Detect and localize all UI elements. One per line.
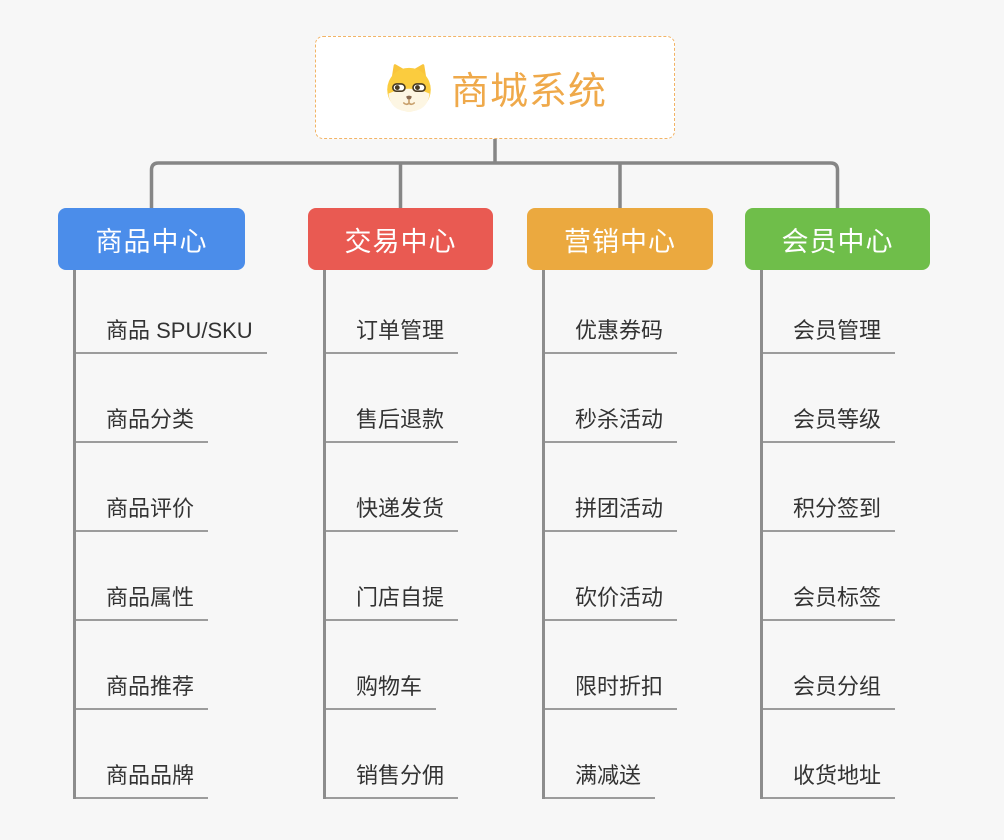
branch-trunk-line — [760, 270, 763, 799]
leaf-node[interactable]: 销售分佣 — [323, 758, 459, 799]
leaf-row: 快递发货 — [323, 443, 563, 532]
leaf-row: 商品推荐 — [73, 621, 313, 710]
dog-face-icon — [387, 63, 431, 111]
leaf-row: 砍价活动 — [542, 532, 782, 621]
leaf-row: 门店自提 — [323, 532, 563, 621]
leaf-node[interactable]: 会员管理 — [760, 313, 896, 354]
leaf-node[interactable]: 订单管理 — [323, 313, 459, 354]
leaf-node[interactable]: 会员等级 — [760, 402, 896, 443]
leaf-row: 会员等级 — [760, 354, 1000, 443]
root-node[interactable]: 商城系统 — [315, 36, 675, 139]
leaf-node[interactable]: 商品品牌 — [73, 758, 209, 799]
leaf-node[interactable]: 商品分类 — [73, 402, 209, 443]
branch-children-2: 优惠券码秒杀活动拼团活动砍价活动限时折扣满减送 — [542, 270, 782, 799]
leaf-node[interactable]: 满减送 — [542, 758, 656, 799]
leaf-node[interactable]: 门店自提 — [323, 580, 459, 621]
root-title: 商城系统 — [450, 71, 607, 113]
leaf-row: 拼团活动 — [542, 443, 782, 532]
branch-children-0: 商品 SPU/SKU 商品分类商品评价商品属性商品推荐商品品牌 — [73, 270, 313, 799]
leaf-node[interactable]: 商品推荐 — [73, 669, 209, 710]
leaf-row: 满减送 — [542, 710, 782, 799]
leaf-row: 收货地址 — [760, 710, 1000, 799]
leaf-row: 订单管理 — [323, 270, 563, 354]
leaf-row: 售后退款 — [323, 354, 563, 443]
leaf-node[interactable]: 售后退款 — [323, 402, 459, 443]
leaf-node[interactable]: 优惠券码 — [542, 313, 678, 354]
leaf-node[interactable]: 会员分组 — [760, 669, 896, 710]
leaf-row: 优惠券码 — [542, 270, 782, 354]
branch-label: 营销中心 — [564, 226, 676, 257]
leaf-row: 商品品牌 — [73, 710, 313, 799]
leaf-node[interactable]: 积分签到 — [760, 491, 896, 532]
leaf-row: 会员管理 — [760, 270, 1000, 354]
leaf-row: 商品评价 — [73, 443, 313, 532]
leaf-node[interactable]: 商品评价 — [73, 491, 209, 532]
leaf-node[interactable]: 购物车 — [323, 669, 437, 710]
branch-node-1[interactable]: 交易中心 — [308, 208, 493, 270]
branch-children-1: 订单管理售后退款快递发货门店自提购物车销售分佣 — [323, 270, 563, 799]
branch-node-3[interactable]: 会员中心 — [745, 208, 930, 270]
branch-label: 交易中心 — [344, 226, 457, 257]
branch-node-2[interactable]: 营销中心 — [527, 208, 713, 270]
leaf-node[interactable]: 快递发货 — [323, 491, 459, 532]
leaf-row: 销售分佣 — [323, 710, 563, 799]
leaf-row: 商品分类 — [73, 354, 313, 443]
branch-trunk-line — [323, 270, 326, 799]
leaf-row: 秒杀活动 — [542, 354, 782, 443]
leaf-node[interactable]: 商品属性 — [73, 580, 209, 621]
leaf-node[interactable]: 收货地址 — [760, 758, 896, 799]
branch-children-3: 会员管理会员等级积分签到会员标签会员分组收货地址 — [760, 270, 1000, 799]
leaf-row: 限时折扣 — [542, 621, 782, 710]
leaf-row: 积分签到 — [760, 443, 1000, 532]
leaf-node[interactable]: 秒杀活动 — [542, 402, 678, 443]
branch-trunk-line — [542, 270, 545, 799]
leaf-node[interactable]: 限时折扣 — [542, 669, 678, 710]
leaf-node[interactable]: 商品 SPU/SKU — [73, 313, 267, 354]
branch-label: 会员中心 — [781, 226, 894, 257]
leaf-node[interactable]: 砍价活动 — [542, 580, 678, 621]
leaf-row: 商品 SPU/SKU — [73, 270, 313, 354]
leaf-row: 商品属性 — [73, 532, 313, 621]
leaf-node[interactable]: 拼团活动 — [542, 491, 678, 532]
leaf-node[interactable]: 会员标签 — [760, 580, 896, 621]
branch-node-0[interactable]: 商品中心 — [58, 208, 245, 270]
branch-trunk-line — [73, 270, 76, 799]
leaf-row: 会员分组 — [760, 621, 1000, 710]
leaf-row: 购物车 — [323, 621, 563, 710]
leaf-row: 会员标签 — [760, 532, 1000, 621]
branch-label: 商品中心 — [95, 226, 208, 257]
